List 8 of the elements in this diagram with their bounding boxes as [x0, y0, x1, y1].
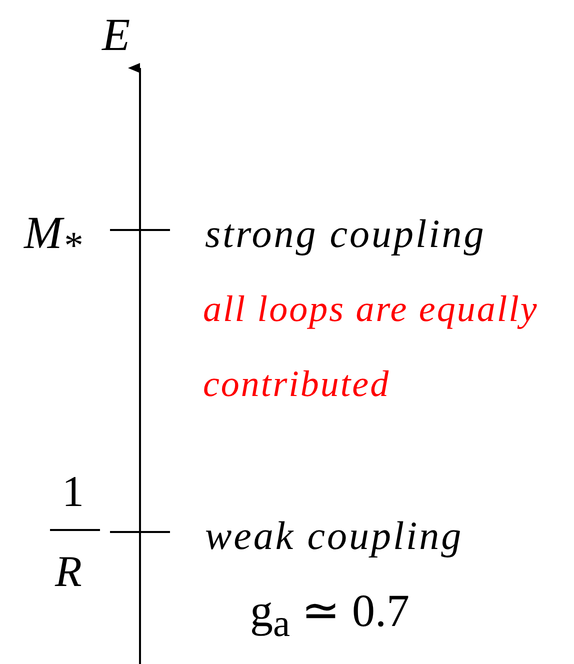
- scale-label: M$_{*}$: [24, 210, 82, 266]
- regime-label: weak coupling: [205, 516, 464, 556]
- fraction-numerator: 1: [62, 470, 84, 514]
- regime-label: strong coupling: [205, 214, 486, 254]
- coupling-value: g$_{a}$ ≃ 0.7: [250, 588, 410, 644]
- note-text: all loops are equally contributed: [203, 288, 540, 407]
- axis-label: E: [102, 12, 130, 58]
- fraction-denominator: R: [55, 550, 82, 594]
